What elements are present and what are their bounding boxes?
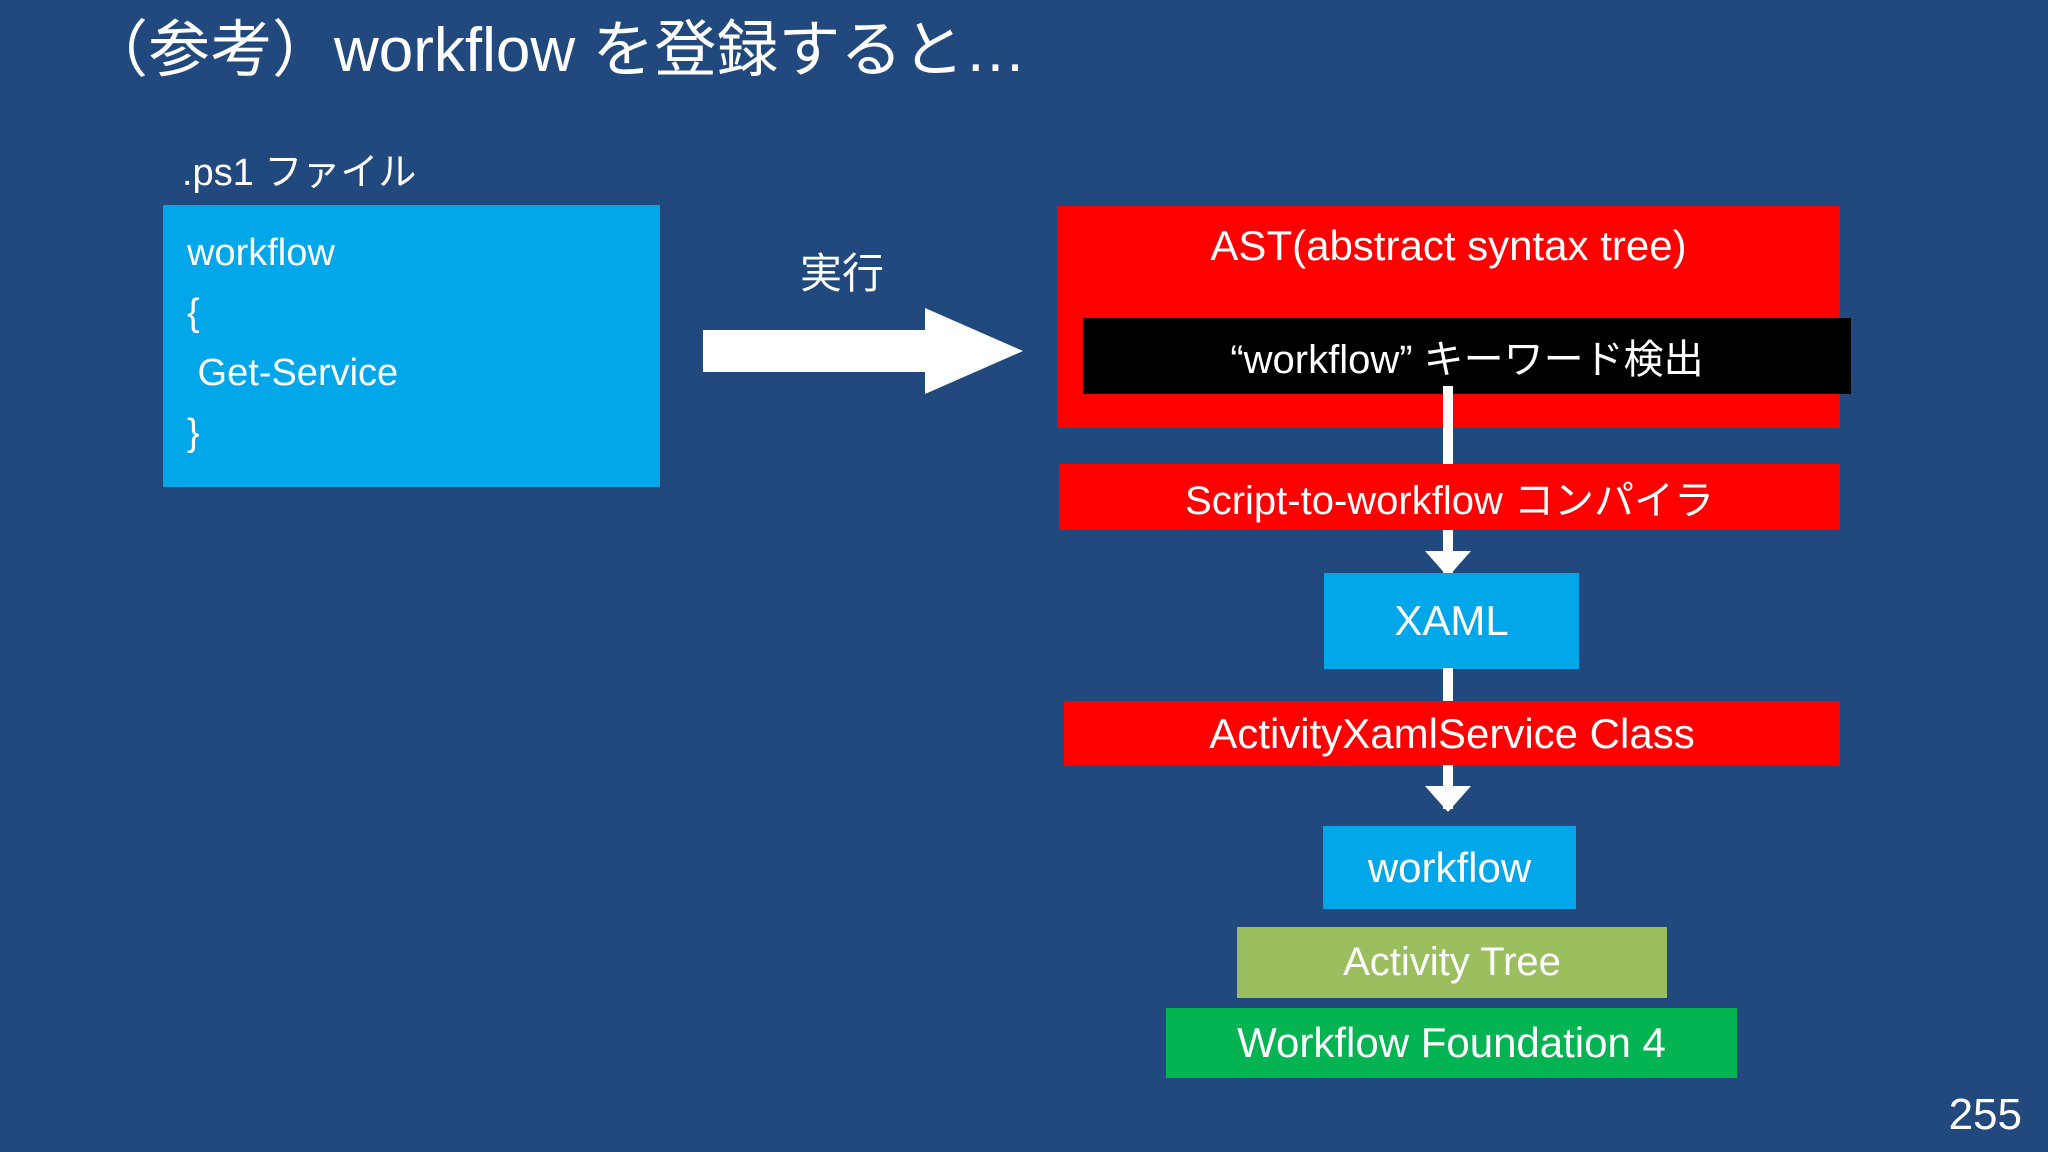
arrowhead-down-icon bbox=[1425, 786, 1471, 812]
code-line: } bbox=[187, 412, 200, 454]
workflow-box: workflow bbox=[1323, 826, 1576, 909]
ast-keyword-detect-box: “workflow” キーワード検出 bbox=[1083, 318, 1851, 394]
activity-xaml-service-label: ActivityXamlService Class bbox=[1209, 709, 1695, 757]
right-arrow-icon bbox=[703, 308, 1023, 394]
ast-keyword-detect-label: “workflow” キーワード検出 bbox=[1230, 338, 1704, 382]
page-title: （参考）workflow を登録すると… bbox=[86, 16, 1027, 85]
arrowhead-down-icon bbox=[1425, 551, 1471, 577]
ps1-file-caption: .ps1 ファイル bbox=[182, 152, 417, 194]
connector-ast-to-compiler bbox=[1443, 386, 1453, 466]
code-line: workflow bbox=[187, 232, 335, 274]
xaml-label: XAML bbox=[1394, 597, 1509, 644]
compiler-box: Script-to-workflow コンパイラ bbox=[1059, 464, 1840, 530]
workflow-label: workflow bbox=[1367, 843, 1532, 891]
code-line: { bbox=[187, 292, 200, 334]
activity-tree-box: Activity Tree bbox=[1237, 927, 1667, 998]
xaml-box: XAML bbox=[1324, 573, 1579, 669]
ps1-code-block: workflow { Get-Service } bbox=[163, 205, 660, 487]
activity-tree-label: Activity Tree bbox=[1343, 940, 1561, 984]
workflow-foundation-box: Workflow Foundation 4 bbox=[1166, 1008, 1737, 1078]
connector-xaml-to-activityxamlservice bbox=[1443, 668, 1453, 704]
workflow-foundation-label: Workflow Foundation 4 bbox=[1237, 1019, 1666, 1066]
ast-title: AST(abstract syntax tree) bbox=[1210, 222, 1687, 269]
execute-label: 実行 bbox=[800, 250, 885, 297]
code-line: Get-Service bbox=[187, 352, 399, 394]
compiler-label: Script-to-workflow コンパイラ bbox=[1185, 479, 1714, 523]
page-number: 255 bbox=[1948, 1090, 2022, 1139]
activity-xaml-service-box: ActivityXamlService Class bbox=[1064, 701, 1840, 766]
